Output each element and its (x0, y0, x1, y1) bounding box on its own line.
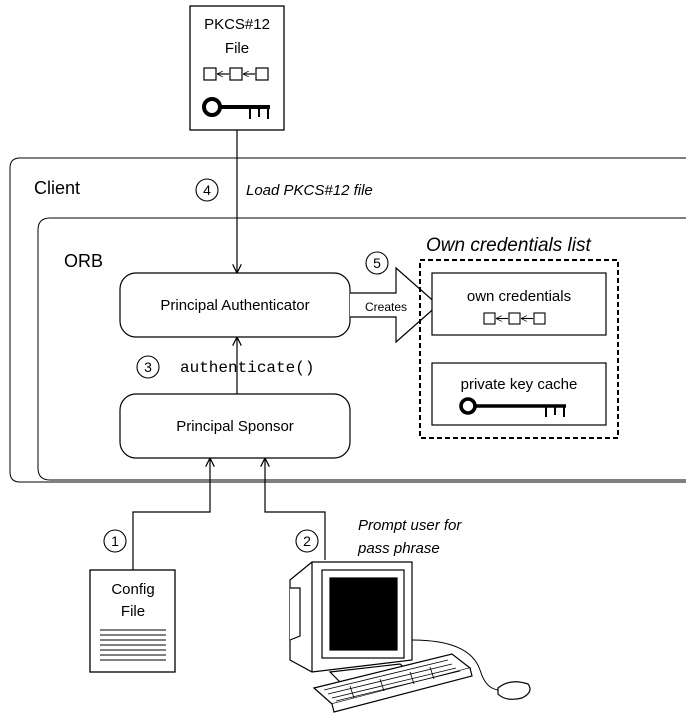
step-5-badge (365, 251, 389, 275)
step-4-number: 4 (203, 182, 211, 198)
config-file-title: Config (111, 581, 154, 598)
own-credentials-list: Own credentials list own credentials pri… (419, 235, 619, 439)
principal-sponsor-label: Principal Sponsor (176, 418, 294, 435)
step-5-number: 5 (373, 255, 381, 271)
pkcs12-file-title: PKCS#12 (204, 16, 270, 33)
orb-label: ORB (64, 251, 103, 271)
step-4-label: Load PKCS#12 file (246, 182, 373, 199)
certificate-chain-icon (203, 67, 269, 81)
prompt-arrow: 2 Prompt user for pass phrase (265, 458, 462, 560)
pkcs12-file: PKCS#12 File (189, 5, 285, 131)
private-key-cache-label: private key cache (461, 376, 578, 393)
key-icon (202, 97, 270, 119)
credentials-chain-icon (483, 312, 546, 325)
step-2-badge (295, 529, 319, 553)
orb-container: ORB (37, 217, 686, 481)
config-file: Config File (89, 569, 176, 673)
own-credentials-list-title: Own credentials list (426, 235, 591, 256)
principal-authenticator-box: Principal Authenticator (119, 272, 351, 338)
text-lines-icon (100, 629, 166, 661)
load-pkcs12-arrow: 4 Load PKCS#12 file (195, 130, 373, 273)
step-2-label-line2: pass phrase (357, 540, 440, 557)
step-1-number: 1 (111, 533, 119, 549)
client-container: Client (9, 157, 686, 483)
principal-authenticator-label: Principal Authenticator (160, 297, 309, 314)
private-key-cache-box: private key cache (431, 362, 607, 426)
own-credentials-box: own credentials (431, 272, 607, 336)
step-2-label-line1: Prompt user for (358, 517, 462, 534)
computer-icon (289, 561, 531, 713)
principal-sponsor-box: Principal Sponsor (119, 393, 351, 459)
step-3-badge (136, 355, 160, 379)
step-3-label: authenticate() (180, 359, 314, 377)
creates-arrow: Creates 5 (350, 251, 439, 344)
step-5-label: Creates (365, 300, 407, 314)
authenticate-arrow: 3 authenticate() (136, 337, 314, 394)
step-4-badge (195, 178, 219, 202)
config-file-subtitle: File (121, 603, 145, 620)
config-arrow: 1 (103, 458, 210, 570)
client-label: Client (34, 178, 80, 198)
own-credentials-label: own credentials (467, 288, 571, 305)
step-2-number: 2 (303, 533, 311, 549)
cache-key-icon (459, 397, 566, 417)
pkcs12-file-subtitle: File (225, 40, 249, 57)
step-3-number: 3 (144, 359, 152, 375)
step-1-badge (103, 529, 127, 553)
